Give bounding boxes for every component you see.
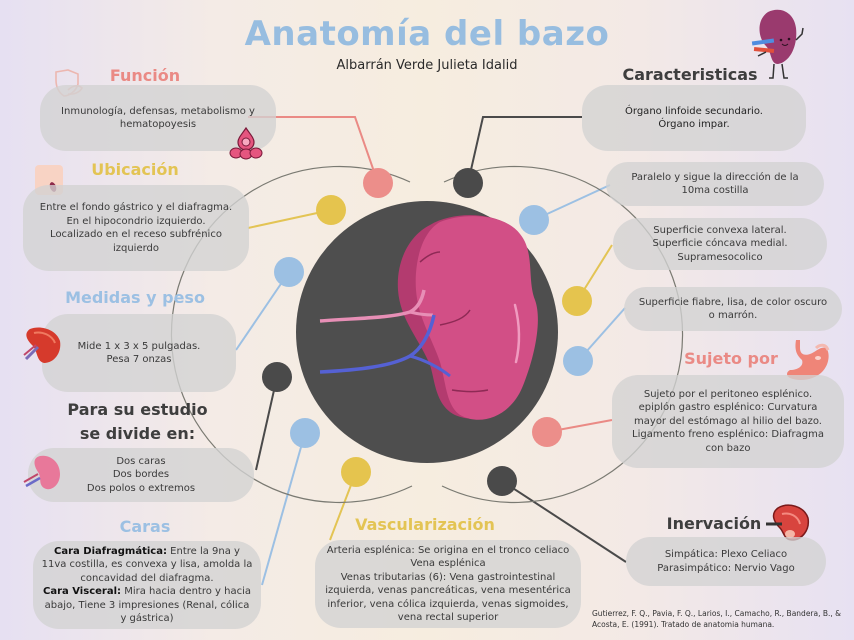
estudio-line-1: Dos caras [116, 455, 166, 467]
node-pink-lower-right [532, 417, 562, 447]
sujeto-line-1: Sujeto por el peritoneo esplénico. [643, 388, 813, 400]
node-dark-top [453, 168, 483, 198]
spleen-illustration [319, 215, 538, 420]
medidas-heading: Medidas y peso [65, 288, 205, 307]
superficie-line-1: Superficie convexa lateral. [653, 224, 787, 236]
sujeto-line-2: epiplón gastro esplénico: Curvatura mayo… [634, 402, 822, 427]
node-yellow-right [562, 286, 592, 316]
cara-diafragmatica-text: Entre la 9na y 11va costilla, es convexa… [41, 545, 253, 584]
vascularizacion-line-3: Venas tributarias (6): Vena gastrointest… [325, 571, 571, 624]
caracteristicas-line-2: Órgano impar. [658, 119, 730, 130]
node-blue-lower-left [290, 418, 320, 448]
medidas-line-2: Pesa 7 onzas [106, 354, 172, 365]
cara-visceral-text: Mira hacia dentro y hacia abajo, Tiene 3… [44, 586, 251, 624]
estudio-line-2: Dos bordes [112, 469, 170, 481]
spleen-red-icon [23, 327, 61, 363]
spleen-pink-icon [23, 455, 60, 490]
caras-box: Cara Diafragmática: Entre la 9na y 11va … [33, 541, 261, 629]
superficie-line-2: Superficie cóncava medial. [652, 238, 788, 250]
caras-heading: Caras [119, 517, 171, 536]
ubicacion-heading: Ubicación [91, 160, 179, 179]
node-dark-left [262, 362, 292, 392]
node-blue-right [563, 346, 593, 376]
node-blue-upper-right [519, 205, 549, 235]
inervacion-line-1: Simpática: Plexo Celiaco [664, 549, 788, 560]
inervacion-line-2: Parasimpático: Nervio Vago [657, 562, 795, 574]
author-name: Albarrán Verde Julieta Idalid [336, 58, 518, 73]
bibliographic-reference: Gutierrez, F. Q., Pavia, F. Q., Larios, … [592, 609, 842, 629]
node-yellow-bottom [341, 457, 371, 487]
costilla-text: Paralelo y sigue la dirección de la 10ma… [631, 171, 799, 197]
vascularizacion-line-2: Vena esplénica [410, 558, 486, 569]
node-blue-left [274, 257, 304, 287]
vascularizacion-box: Arteria esplénica: Se origina en el tron… [315, 540, 581, 628]
node-pink-top [363, 168, 393, 198]
node-dark-bottom [487, 466, 517, 496]
estudio-heading-line-1: Para su estudio [67, 400, 208, 419]
medidas-line-1: Mide 1 x 3 x 5 pulgadas. [77, 340, 201, 352]
superficie-line-3: Supramesocolico [677, 251, 763, 263]
color-text: Superficie fiabre, lisa, de color oscuro… [638, 296, 828, 322]
caras-item-2: Cara Visceral: Mira hacia dentro y hacia… [41, 585, 253, 626]
sujeto-line-3: Ligamento freno esplénico: Diafragma con… [632, 429, 824, 454]
vascularizacion-heading: Vascularización [355, 515, 495, 534]
costilla-box: Paralelo y sigue la dirección de la 10ma… [606, 162, 824, 206]
ring-nodes [262, 168, 593, 496]
superficie-box: Superficie convexa lateral. Superficie c… [613, 218, 827, 270]
caracteristicas-box: Órgano linfoide secundario. Órgano impar… [582, 85, 806, 151]
inervacion-box: Simpática: Plexo Celiaco Parasimpático: … [626, 537, 826, 586]
funcion-box: Inmunología, defensas, metabolismo y hem… [40, 85, 276, 151]
medidas-box: Mide 1 x 3 x 5 pulgadas. Pesa 7 onzas [42, 314, 236, 392]
estudio-line-3: Dos polos o extremos [86, 482, 196, 494]
page-title: Anatomía del bazo [244, 14, 610, 54]
caracteristicas-heading: Caracteristicas [622, 65, 758, 84]
caras-item-1: Cara Diafragmática: Entre la 9na y 11va … [41, 545, 253, 586]
funcion-text: Inmunología, defensas, metabolismo y hem… [61, 105, 255, 131]
cara-diafragmatica-label: Cara Diafragmática: [54, 545, 167, 557]
inervacion-heading: Inervación [666, 514, 762, 533]
sujeto-heading: Sujeto por [684, 349, 778, 368]
spleen-mascot-icon [751, 9, 804, 79]
funcion-heading: Función [109, 66, 181, 85]
estudio-heading-line-2: se divide en: [79, 424, 196, 443]
caracteristicas-line-1: Órgano linfoide secundario. [625, 105, 763, 117]
stomach-icon [787, 340, 830, 380]
ubicacion-line-2: Localizado en el receso subfrénico izqui… [50, 229, 222, 254]
node-yellow-upper-left [316, 195, 346, 225]
estudio-box: Dos caras Dos bordes Dos polos o extremo… [28, 448, 254, 502]
blood-drop-cells-icon [229, 126, 263, 160]
ubicacion-box: Entre el fondo gástrico y el diafragma. … [23, 185, 249, 271]
cara-visceral-label: Cara Visceral: [43, 586, 122, 597]
sujeto-box: Sujeto por el peritoneo esplénico. epipl… [612, 375, 844, 468]
color-box: Superficie fiabre, lisa, de color oscuro… [624, 287, 842, 331]
ubicacion-line-1: Entre el fondo gástrico y el diafragma. … [39, 202, 233, 227]
vascularizacion-line-1: Arteria esplénica: Se origina en el tron… [326, 544, 570, 556]
